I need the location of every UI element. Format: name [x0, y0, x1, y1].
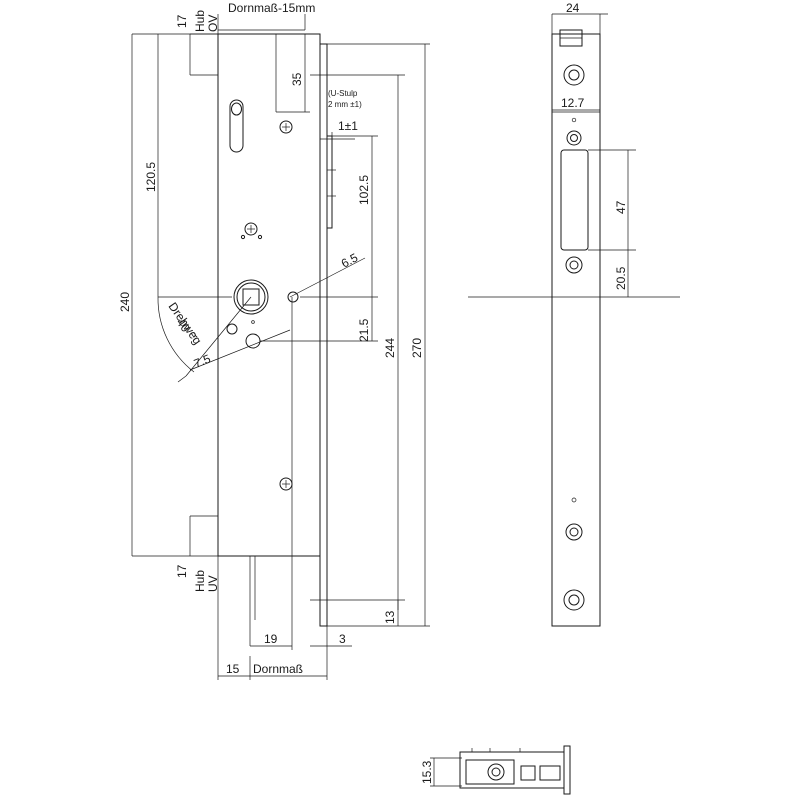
hub-uv-17: 17 — [175, 564, 189, 578]
dimension-lines-faceplate — [551, 13, 636, 297]
hub-ov-hub: Hub — [193, 10, 207, 32]
dim-240: 240 — [118, 292, 132, 312]
top-backset-label: Dornmaß-15mm — [228, 1, 315, 15]
dimension-lines-main — [131, 14, 430, 680]
dim-270: 270 — [410, 338, 424, 358]
latch-bottom-view: 15.3 — [420, 745, 571, 795]
dim-13: 13 — [383, 610, 397, 624]
latch-hole-icon — [487, 763, 505, 781]
dim-15-3: 15.3 — [420, 760, 434, 784]
dim-1pm1: 1±1 — [338, 119, 358, 133]
cylinder-hole-icon — [245, 333, 261, 349]
latch-body-bottom — [459, 751, 565, 789]
bottom-backset-label: Dornmaß — [253, 662, 303, 676]
faceplate-front — [551, 33, 601, 627]
dim-20-5: 20.5 — [614, 266, 628, 290]
u-stulp-line1: (U-Stulp — [328, 89, 358, 98]
dim-6-5: 6.5 — [339, 250, 361, 270]
slot — [229, 99, 244, 153]
dim-19: 19 — [264, 632, 278, 646]
screw-mid-icon — [244, 222, 258, 236]
dim-24: 24 — [566, 1, 580, 15]
screw-top-icon — [279, 120, 293, 134]
dimension-labels-faceplate: 24 12.7 47 20.5 — [561, 1, 628, 290]
dim-47: 47 — [614, 200, 628, 214]
faceplate-screw-top-icon — [563, 64, 585, 86]
square-spindle — [242, 288, 260, 306]
u-stulp-line2: 2 mm ±1) — [328, 100, 362, 109]
dim-12-7: 12.7 — [561, 96, 585, 110]
dim-120-5: 120.5 — [144, 162, 158, 192]
drehweg-label: Drehweg — [166, 300, 205, 347]
dim-21-5: 21.5 — [357, 318, 371, 342]
hub-uv-uv: UV — [206, 575, 220, 592]
faceplate-front-view — [468, 29, 680, 627]
hub-ov-ov: OV — [206, 15, 220, 32]
hub-ov-17: 17 — [175, 14, 189, 28]
latch-bolt — [326, 135, 333, 229]
faceplate — [319, 43, 328, 627]
hub-uv-hub: Hub — [193, 570, 207, 592]
dimension-labels-main: Dornmaß-15mm 17 Hub OV 35 (U-Stulp 2 mm … — [118, 1, 424, 676]
faceplate-screw-bottom-icon — [563, 589, 585, 611]
dim-3: 3 — [339, 632, 346, 646]
dim-7-5: 7.5 — [192, 351, 213, 370]
dim-244: 244 — [383, 338, 397, 358]
dim-102-5: 102.5 — [357, 175, 371, 205]
lock-case — [217, 33, 336, 646]
dim-15: 15 — [226, 662, 240, 676]
latch-window — [560, 149, 589, 251]
dim-35: 35 — [290, 72, 304, 86]
follower-icon — [233, 279, 269, 315]
